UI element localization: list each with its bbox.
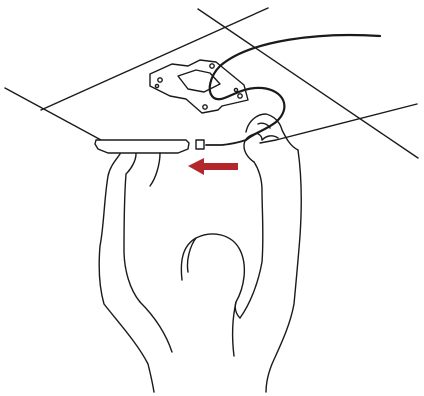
access-point-device	[95, 140, 189, 153]
connect-direction-arrow	[188, 158, 238, 175]
installer-figure	[99, 114, 301, 392]
wall-mount-bracket	[150, 60, 248, 113]
ceiling-surface	[5, 8, 418, 158]
network-cable	[206, 35, 380, 145]
cable-connector	[196, 140, 204, 149]
